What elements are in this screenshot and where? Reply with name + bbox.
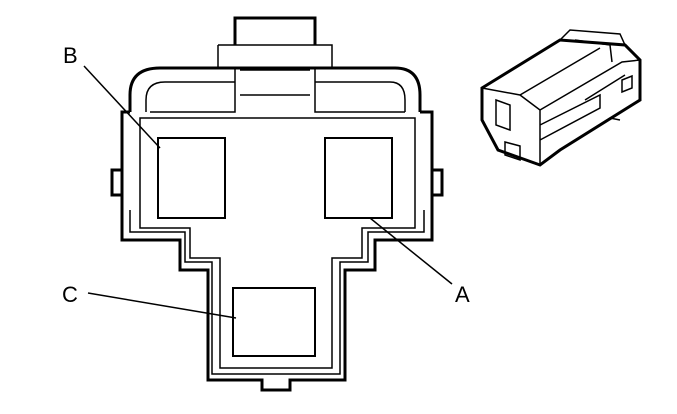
right-side-tab	[432, 168, 444, 197]
leader-line-b	[83, 65, 161, 149]
connector-body	[120, 110, 434, 392]
cavity-b	[157, 137, 226, 219]
left-side-tab	[110, 168, 122, 197]
callout-label-c: C	[62, 282, 78, 307]
cavity-c	[232, 287, 316, 357]
leader-line-a	[369, 217, 453, 285]
connector-isometric-view	[480, 29, 642, 167]
connector-handle	[128, 66, 422, 112]
connector-latch	[150, 16, 405, 113]
callout-label-b: B	[63, 43, 78, 68]
leader-line-c	[87, 292, 237, 319]
cavity-a	[324, 137, 393, 219]
callout-label-a: A	[455, 282, 470, 307]
